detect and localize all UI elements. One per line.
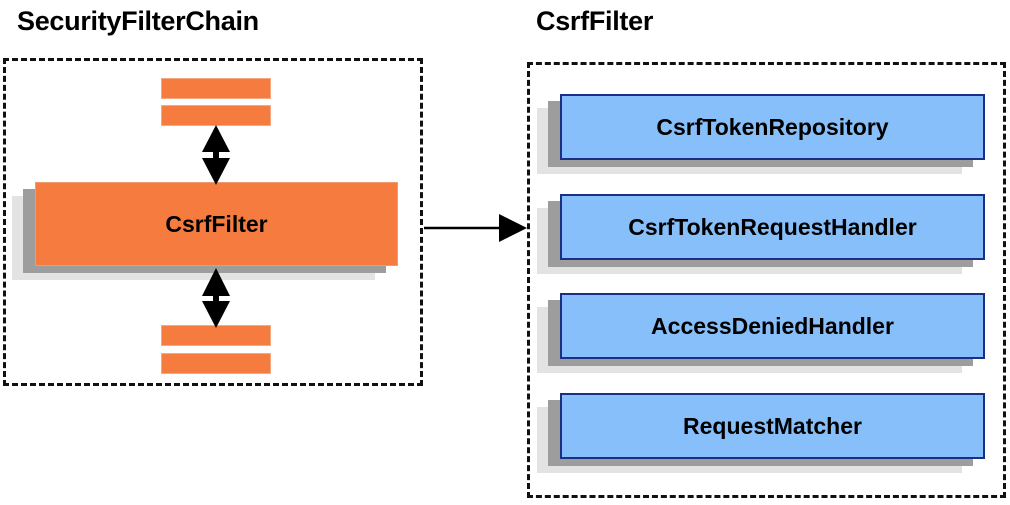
filter-node-csrffilter[interactable]: CsrfFilter xyxy=(12,182,398,280)
collaborator-node-request-matcher[interactable]: RequestMatcher xyxy=(537,393,985,473)
collaborator-node-label: CsrfTokenRepository xyxy=(656,113,889,140)
filter-bar-below-2 xyxy=(161,353,271,374)
filter-bar-above-2 xyxy=(161,105,271,126)
collaborator-node-label: CsrfTokenRequestHandler xyxy=(628,213,917,240)
collaborator-node-label: RequestMatcher xyxy=(683,412,862,439)
collaborator-node-access-denied-handler[interactable]: AccessDeniedHandler xyxy=(537,293,985,373)
filter-bar-below-1 xyxy=(161,325,271,346)
collaborator-node-label: AccessDeniedHandler xyxy=(651,312,894,339)
page-title-security-filter-chain: SecurityFilterChain xyxy=(17,6,259,36)
plate-face: CsrfTokenRepository xyxy=(560,94,985,160)
group-box-security-filter-chain xyxy=(3,58,423,386)
collaborator-node-csrf-token-request-handler[interactable]: CsrfTokenRequestHandler xyxy=(537,194,985,274)
collaborator-node-csrf-token-repository[interactable]: CsrfTokenRepository xyxy=(537,94,985,174)
connector-arrow-cross xyxy=(424,214,527,242)
filter-node-label: CsrfFilter xyxy=(165,210,268,237)
plate-face: RequestMatcher xyxy=(560,393,985,459)
filter-bar-above-1 xyxy=(161,78,271,99)
plate-face: AccessDeniedHandler xyxy=(560,293,985,359)
group-box-csrf-filter xyxy=(527,62,1006,498)
plate-face: CsrfFilter xyxy=(35,182,398,266)
plate-face: CsrfTokenRequestHandler xyxy=(560,194,985,260)
page-title-csrf-filter: CsrfFilter xyxy=(536,6,654,36)
